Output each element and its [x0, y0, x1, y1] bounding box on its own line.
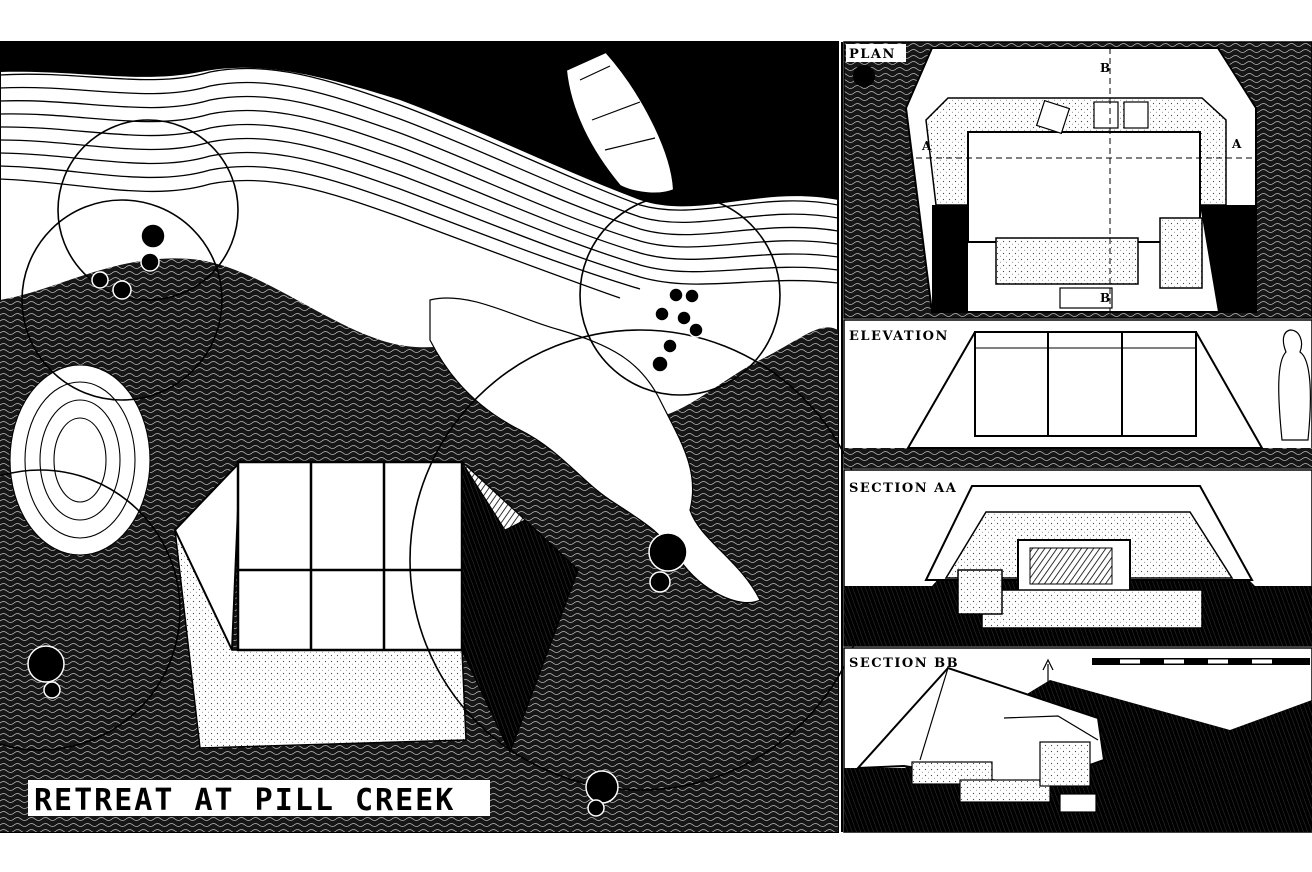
retreat-building — [173, 459, 579, 754]
clearing — [429, 297, 761, 604]
plan-north-dot — [853, 65, 875, 87]
plan-marker-a-right: A — [1231, 137, 1242, 151]
elevation-label: ELEVATION — [849, 329, 949, 344]
plan-panel: PLAN B B A A — [843, 41, 1312, 319]
elevation-panel: ELEVATION — [843, 319, 1312, 469]
building-sidewall-left — [173, 459, 242, 651]
plan-label: PLAN — [849, 47, 896, 62]
scale-bar — [1092, 658, 1310, 665]
plan-marker-a-left: A — [921, 139, 932, 153]
building-glazing — [236, 460, 464, 652]
section-aa-panel: SECTION AA — [843, 469, 1312, 647]
water-contours — [0, 67, 839, 299]
section-aa-label: SECTION AA — [849, 481, 957, 496]
site-axonometric: RETREAT AT PILL CREEK — [0, 41, 871, 833]
main-title-group: RETREAT AT PILL CREEK — [28, 780, 490, 818]
rowing-boat — [564, 50, 676, 195]
elevation-glazing — [974, 331, 1197, 437]
section-bb-panel: SECTION BB — [843, 647, 1312, 833]
plan-marker-b-top: B — [1100, 61, 1110, 75]
tree-dots — [27, 223, 704, 817]
section-bb-label: SECTION BB — [849, 656, 959, 671]
knoll-contours — [9, 364, 151, 556]
main-title: RETREAT AT PILL CREEK — [34, 783, 455, 818]
plan-bed — [995, 237, 1139, 285]
elevation-figure — [1278, 329, 1311, 441]
plan-marker-b-bottom: B — [1100, 291, 1110, 305]
